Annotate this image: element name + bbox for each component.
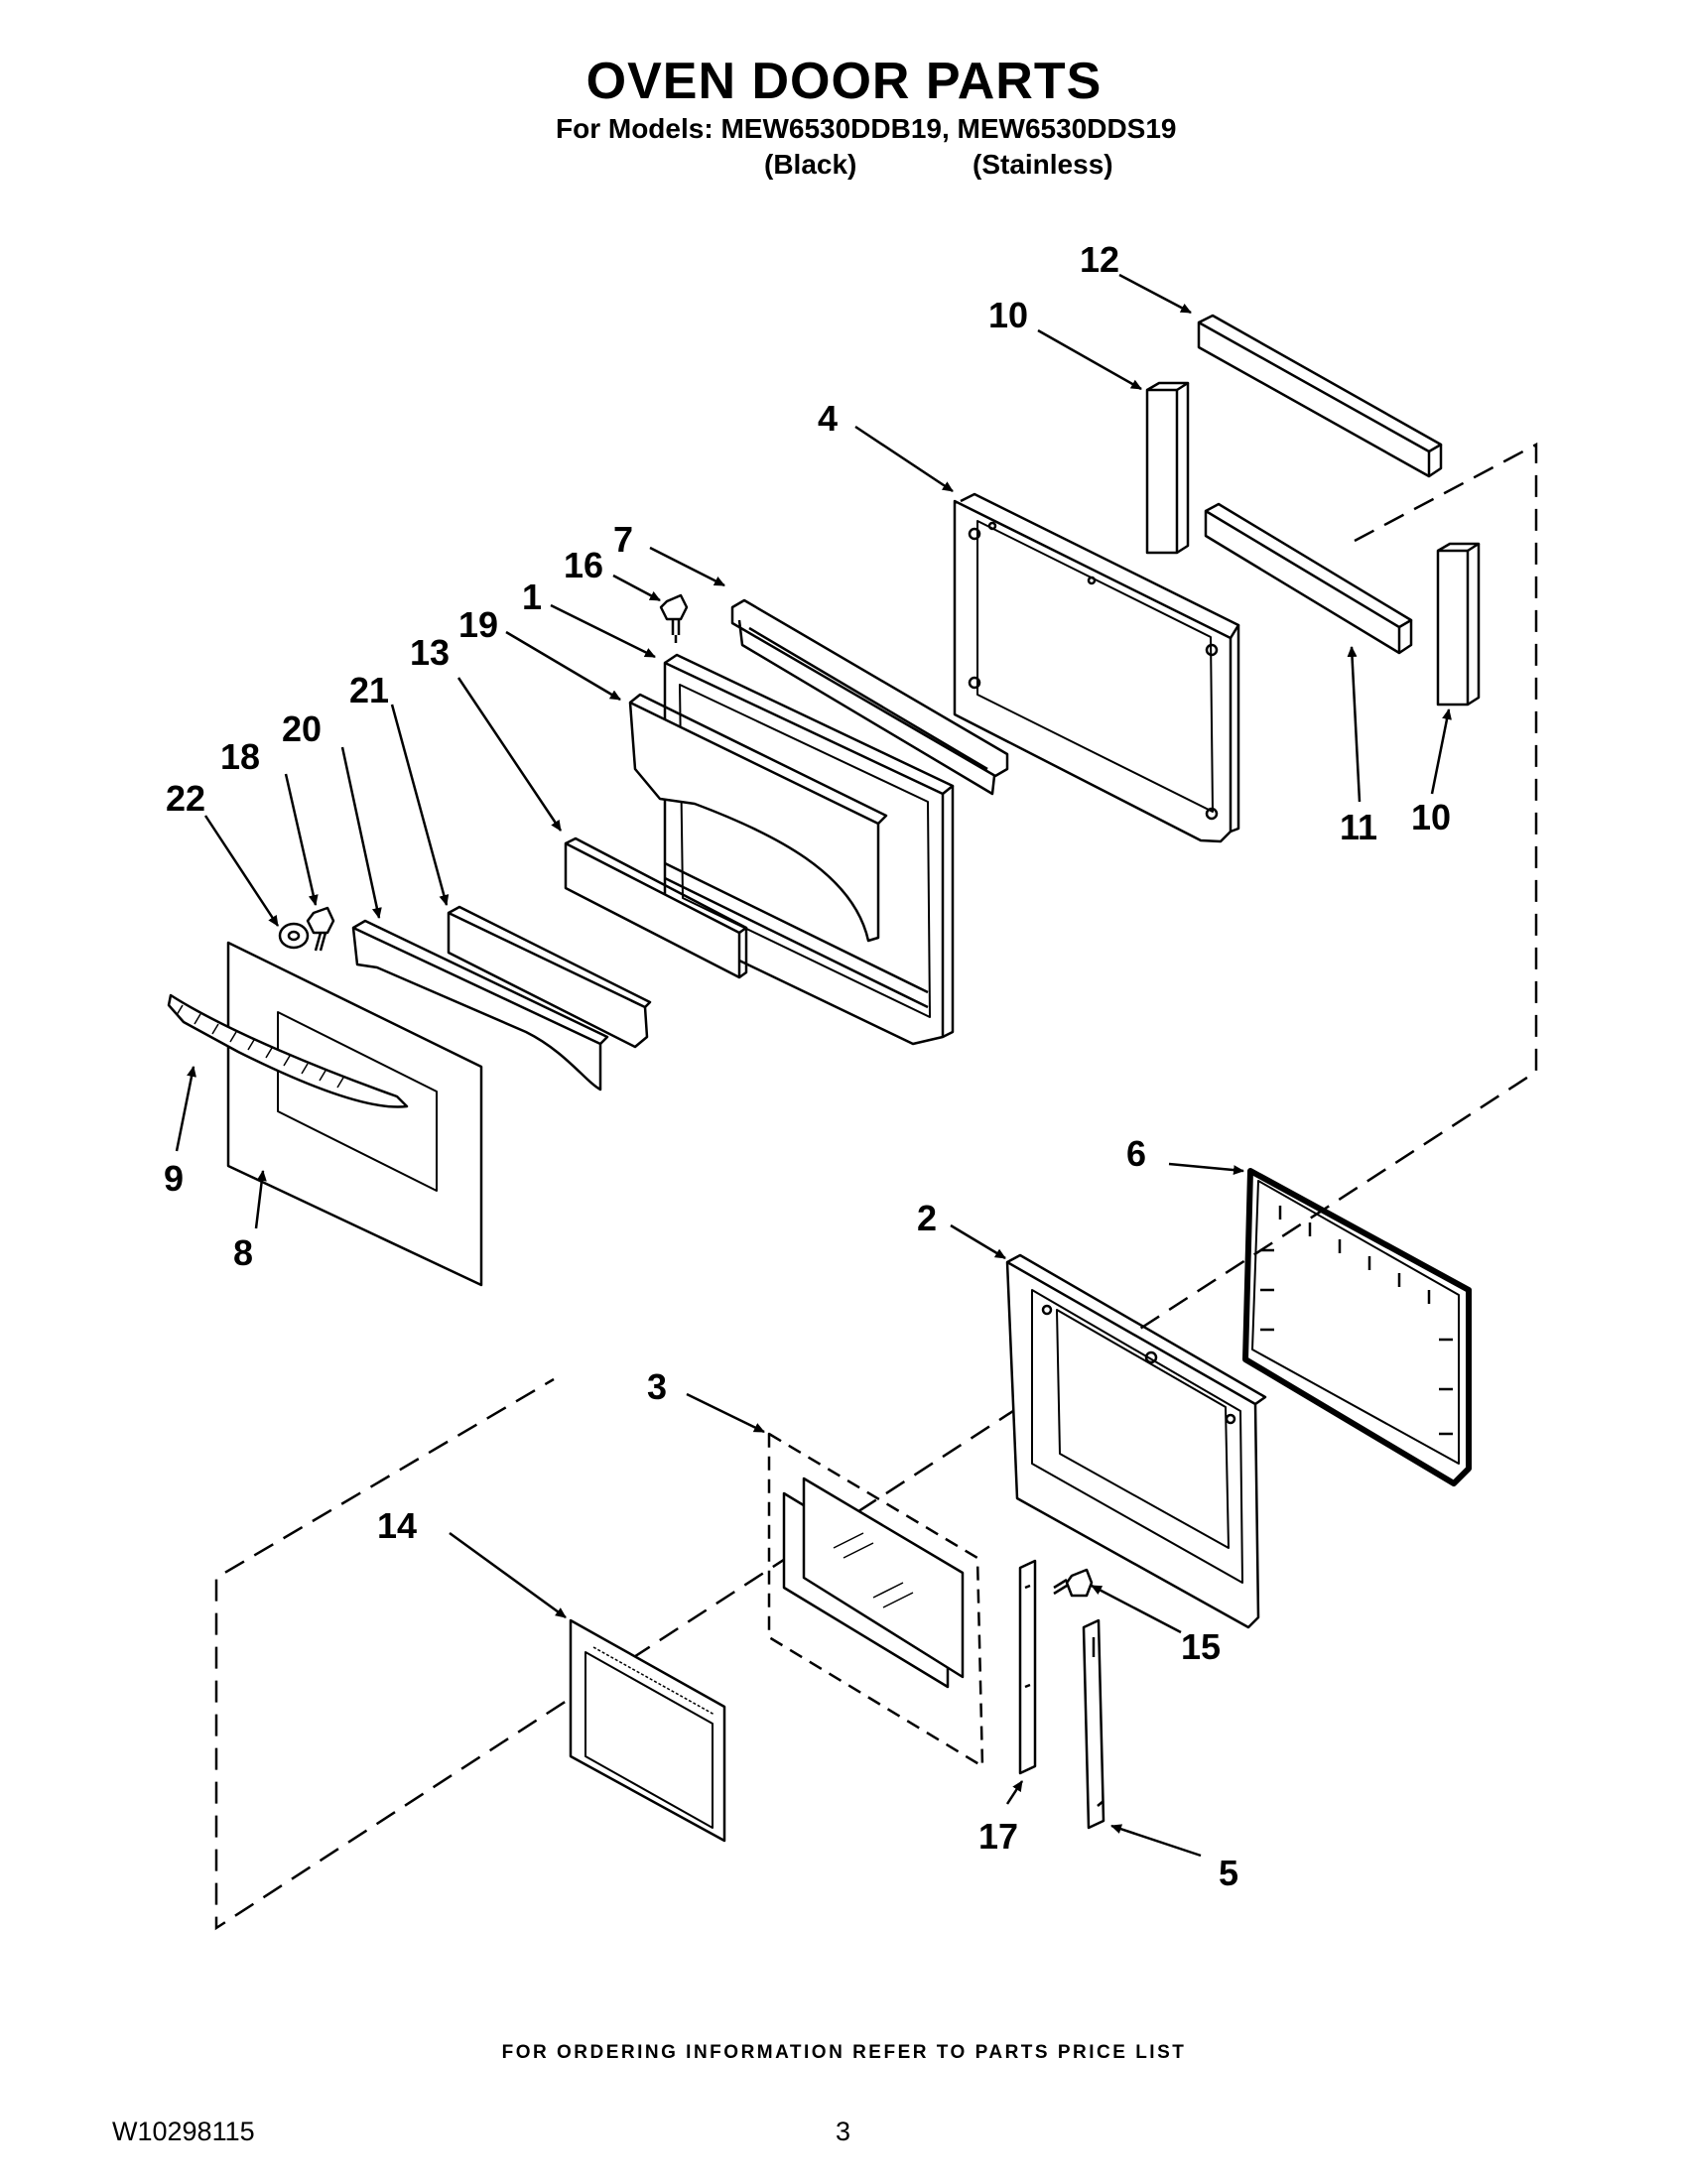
callout-7: 7: [613, 519, 633, 560]
callout-1: 1: [522, 577, 542, 617]
leader-arrows: [175, 273, 1452, 1858]
callout-21: 21: [349, 670, 389, 710]
callout-8: 8: [233, 1232, 253, 1273]
callout-5: 5: [1219, 1853, 1238, 1893]
callout-10-bottom: 10: [1411, 797, 1451, 837]
part-19-window-trim: [628, 693, 888, 943]
part-2-inner-door-liner: [1005, 1253, 1267, 1629]
part-4-inner-door-panel: [953, 492, 1240, 843]
part-15-screw: [1053, 1568, 1094, 1598]
part-8-outer-door-panel: [226, 941, 483, 1287]
callout-18: 18: [220, 736, 260, 777]
callout-12: 12: [1080, 239, 1119, 280]
callout-19: 19: [458, 604, 498, 645]
part-11-bottom-insulation: [1204, 502, 1413, 655]
part-14-outer-glass: [569, 1618, 726, 1843]
part-18-screw: [306, 906, 335, 952]
callout-4: 4: [818, 398, 838, 439]
variant-stainless-label: (Stainless): [973, 149, 1113, 180]
callout-3: 3: [647, 1366, 667, 1407]
callout-9: 9: [164, 1158, 184, 1199]
part-9-door-handle: [167, 993, 409, 1108]
part-7-top-channel: [730, 598, 1009, 796]
callout-6: 6: [1126, 1133, 1146, 1174]
part-5-hinge: [1082, 1618, 1105, 1830]
part-17-hinge-receiver: [1018, 1559, 1037, 1775]
callout-17: 17: [978, 1816, 1018, 1857]
part-21-trim-strip: [447, 905, 652, 1049]
part-6-door-gasket: [1242, 1168, 1472, 1486]
callout-20: 20: [282, 708, 322, 749]
part-3-window-pack: [767, 1432, 984, 1768]
callout-16: 16: [564, 545, 603, 585]
callout-15: 15: [1181, 1626, 1221, 1667]
ordering-note: FOR ORDERING INFORMATION REFER TO PARTS …: [501, 2042, 1187, 2063]
callout-10-top: 10: [988, 295, 1028, 335]
callout-13: 13: [410, 632, 450, 673]
part-10-side-insulation-left: [1145, 381, 1190, 555]
part-16-screw: [659, 593, 689, 643]
part-12-top-trim: [1197, 314, 1443, 478]
variant-black-label: (Black): [764, 149, 857, 180]
document-number: W10298115: [112, 2117, 255, 2146]
callout-2: 2: [917, 1198, 937, 1238]
part-10-side-insulation-right: [1436, 542, 1481, 707]
callout-22: 22: [166, 778, 205, 819]
page-number: 3: [836, 2117, 851, 2146]
part-22-washer: [278, 922, 310, 950]
assembly-boundary-dashed: [214, 442, 1538, 1931]
part-20-handle-trim: [351, 919, 609, 1092]
page-title: OVEN DOOR PARTS: [585, 53, 1103, 110]
callout-14: 14: [377, 1505, 417, 1546]
models-line: For Models: MEW6530DDB19, MEW6530DDS19: [556, 113, 1177, 144]
part-13-support-strip: [564, 836, 748, 979]
callout-11: 11: [1340, 807, 1377, 847]
